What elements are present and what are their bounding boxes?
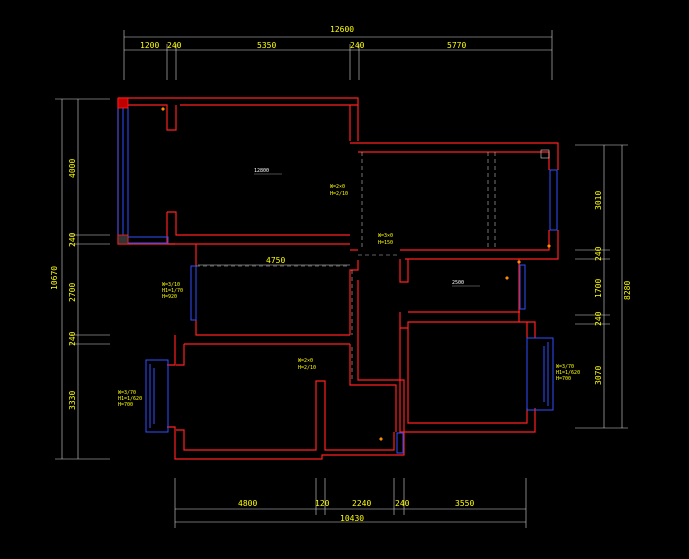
left-total-dimension: 10670: [50, 266, 59, 290]
top-dimension-1: 1200: [140, 41, 159, 50]
left-dimension-3: 2700: [68, 283, 77, 302]
window-a-h: H=920: [162, 294, 177, 300]
window-annotation-a: W=3/10 H1=1/70 H=920: [162, 282, 183, 300]
window-c-h: H=700: [556, 376, 571, 382]
window-annotation-b: W=3/70 H1=1/620 H=700: [118, 390, 142, 408]
bottom-dimension-chain: 4800 120 2240 240 3550 10430: [174, 478, 527, 528]
right-dimension-1: 3010: [594, 191, 603, 210]
left-dimension-1: 4000: [68, 159, 77, 178]
column-top-right: [540, 149, 550, 159]
window-mid-east: [519, 264, 526, 310]
inner-width-dimension: 4750: [266, 256, 285, 265]
right-total-dimension: 8280: [623, 281, 632, 300]
window-top-corner: [127, 236, 169, 244]
room-label-small: 2500: [452, 280, 464, 286]
window-mid-west: [190, 265, 197, 321]
door-a-height: H=2/10: [330, 191, 348, 197]
right-dimension-5: 3070: [594, 366, 603, 385]
door-b-width: W=3×0: [378, 233, 393, 239]
window-a-w: W=3/10: [162, 282, 180, 288]
window-b-h: H=700: [118, 402, 133, 408]
right-dimension-2: 240: [594, 246, 603, 261]
window-a-h1: H1=1/70: [162, 288, 183, 294]
bottom-dimension-1: 4800: [238, 499, 257, 508]
column-left-mid: [117, 234, 129, 245]
window-b-h1: H1=1/620: [118, 396, 142, 402]
right-dimension-chain: 8280 3010 240 1700 240 3070: [575, 144, 632, 429]
window-b-w: W=3/70: [118, 390, 136, 396]
left-dimension-2: 240: [68, 232, 77, 247]
room-label-main: 12800: [254, 168, 269, 174]
door-c-width: W=2×0: [298, 358, 313, 364]
top-dimension-4: 240: [350, 41, 365, 50]
left-dimension-4: 240: [68, 331, 77, 346]
door-b-height: H=150: [378, 240, 393, 246]
top-dimension-3: 5350: [257, 41, 276, 50]
left-dimension-chain: 10670 4000 240 2700 240 3330: [50, 98, 110, 460]
bottom-dimension-4: 240: [395, 499, 410, 508]
window-c-w: W=3/70: [556, 364, 574, 370]
window-annotation-c: W=3/70 H1=1/620 H=700: [556, 364, 580, 382]
inner-dimension: 4750: [198, 256, 350, 266]
door-annotation-b: W=3×0 H=150: [378, 233, 393, 246]
window-west-bottom-bay: [145, 359, 169, 433]
column-top-left: [117, 97, 129, 109]
door-a-width: W=2×0: [330, 184, 345, 190]
window-c-h1: H1=1/620: [556, 370, 580, 376]
door-annotation-a: W=2×0 H=2/10: [330, 184, 348, 197]
bottom-total-dimension: 10430: [340, 514, 364, 523]
door-annotation-c: W=2×0 H=2/10: [298, 358, 316, 371]
bottom-dimension-2: 120: [315, 499, 330, 508]
window-east-top: [549, 169, 558, 231]
markers: [161, 107, 551, 441]
dashed-lines: [196, 152, 496, 382]
walls: [117, 97, 559, 460]
bottom-dimension-5: 3550: [455, 499, 474, 508]
door-c-height: H=2/10: [298, 365, 316, 371]
top-dimension-chain: 12600 1200 240 5350 240 5770: [123, 25, 553, 80]
bottom-dimension-3: 2240: [352, 499, 371, 508]
right-dimension-3: 1700: [594, 279, 603, 298]
window-bottom-right: [396, 432, 404, 454]
window-east-bay: [526, 337, 554, 411]
left-dimension-5: 3330: [68, 391, 77, 410]
right-dimension-4: 240: [594, 311, 603, 326]
top-dimension-5: 5770: [447, 41, 466, 50]
top-dimension-2: 240: [167, 41, 182, 50]
windows: [117, 106, 558, 454]
top-total-dimension: 12600: [330, 25, 354, 34]
